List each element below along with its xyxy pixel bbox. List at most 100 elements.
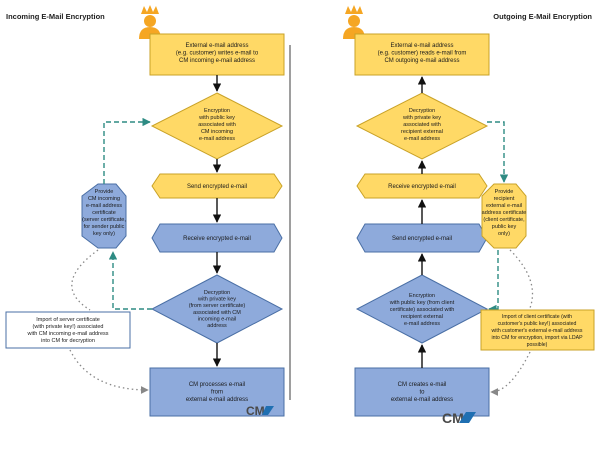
- incoming-start-label: External e-mail address (e.g. customer) w…: [176, 43, 259, 64]
- label-line: with private key: [197, 297, 236, 303]
- label-line: associated with: [198, 122, 236, 128]
- incoming-send-hex: [151, 173, 283, 199]
- label-line: external e-mail address: [186, 397, 248, 403]
- outgoing-send-hex: [356, 223, 488, 253]
- outgoing-flow: External e-mail address (e.g. customer) r…: [343, 5, 595, 426]
- label-line: address certificate: [482, 210, 527, 216]
- label-line: Encryption: [204, 108, 230, 114]
- label-line: with public key: [198, 115, 235, 121]
- outgoing-decrypt-diamond: [355, 92, 489, 160]
- incoming-import-label: Import of server certificate(with privat…: [27, 317, 109, 344]
- dashed-decrypt-to-provide: [108, 251, 152, 310]
- label-line: Send encrypted e-mail: [187, 184, 247, 190]
- label-line: possible): [527, 342, 548, 348]
- outgoing-import-box: [480, 309, 595, 351]
- label-line: Import of server certificate: [36, 317, 100, 323]
- label-line: CM creates e-mail: [398, 382, 447, 388]
- incoming-flow: External e-mail address (e.g. customer) w…: [5, 5, 285, 418]
- outgoing-receive-label: Receive encrypted e-mail: [388, 184, 456, 190]
- dotted-import-to-end: [69, 349, 149, 394]
- label-line: Import of client certificate (with: [502, 314, 572, 320]
- outgoing-start-box: [354, 33, 490, 76]
- label-line: (with private key!) associated: [33, 324, 104, 330]
- outgoing-send-label: Send encrypted e-mail: [392, 236, 452, 242]
- outgoing-encrypt-diamond: [355, 274, 489, 344]
- label-line: associated with CM: [193, 310, 241, 316]
- incoming-end-box: [149, 367, 285, 417]
- dashed-decrypt-to-provide: [487, 121, 509, 183]
- label-line: (e.g. customer) reads e-mail from: [378, 51, 467, 57]
- dotted-import-to-end: [490, 351, 531, 396]
- label-line: with CM incoming e-mail address: [27, 331, 109, 337]
- label-line: certificate: [92, 210, 116, 216]
- label-line: (from server certificate): [189, 303, 246, 309]
- label-line: public key: [492, 224, 517, 230]
- label-line: Decryption: [409, 108, 435, 114]
- cm-logo-text: CM: [442, 410, 464, 426]
- incoming-receive-label: Receive encrypted e-mail: [183, 236, 251, 242]
- label-line: recipient external: [401, 129, 443, 135]
- label-line: e-mail address: [404, 321, 440, 327]
- cm-logo-right: CM: [442, 410, 476, 426]
- label-line: CM outgoing e-mail address: [384, 58, 459, 64]
- outgoing-provide-octagon: [481, 183, 527, 249]
- outgoing-end-box: [354, 367, 490, 417]
- label-line: customer's public key!) associated: [498, 321, 577, 327]
- incoming-provide-octagon: [81, 183, 127, 249]
- label-line: External e-mail address: [185, 43, 248, 49]
- label-line: external e-mail: [486, 203, 522, 209]
- label-line: e-mail address: [86, 203, 122, 209]
- label-line: External e-mail address: [390, 43, 453, 49]
- label-line: (e.g. customer) writes e-mail to: [176, 51, 259, 57]
- label-line: Receive encrypted e-mail: [183, 236, 251, 242]
- label-line: address: [207, 323, 227, 329]
- label-line: only): [498, 231, 510, 237]
- label-line: with public key (from client: [389, 300, 455, 306]
- label-line: CM incoming: [88, 196, 120, 202]
- cm-logo-mark: [262, 406, 274, 415]
- cm-logo-text: CM: [246, 404, 265, 418]
- label-line: Provide: [95, 189, 114, 195]
- dotted-provide-to-import: [509, 249, 534, 309]
- incoming-send-label: Send encrypted e-mail: [187, 184, 247, 190]
- outgoing-title: Outgoing E-Mail Encryption: [493, 12, 592, 21]
- label-line: recipient: [494, 196, 515, 202]
- cm-logo-left: CM: [246, 404, 274, 418]
- dashed-provide-to-encrypt: [103, 117, 151, 184]
- label-line: to: [419, 390, 425, 396]
- incoming-title: Incoming E-Mail Encryption: [6, 12, 105, 21]
- dotted-provide-to-import: [71, 249, 99, 311]
- label-line: (client certificate,: [483, 217, 525, 223]
- label-line: for sender public: [84, 224, 125, 230]
- incoming-start-box: [149, 33, 285, 76]
- dashed-provide-to-encrypt: [488, 250, 499, 314]
- outgoing-receive-hex: [356, 173, 488, 199]
- label-line: from: [211, 390, 223, 396]
- label-line: external e-mail address: [391, 397, 453, 403]
- incoming-import-box: [5, 311, 131, 349]
- outgoing-start-label: External e-mail address (e.g. customer) r…: [378, 43, 467, 64]
- label-line: Provide: [495, 189, 514, 195]
- incoming-receive-hex: [151, 223, 283, 253]
- label-line: Encryption: [409, 293, 435, 299]
- label-line: incoming e-mail: [198, 316, 237, 322]
- label-line: into CM for decryption: [41, 338, 95, 344]
- label-line: (server certificate,: [82, 217, 126, 223]
- label-line: key only): [93, 231, 115, 237]
- cm-logo-mark: [459, 412, 476, 423]
- label-line: with customer's external e-mail address: [492, 328, 583, 334]
- label-line: Send encrypted e-mail: [392, 236, 452, 242]
- label-line: CM processes e-mail: [189, 382, 245, 388]
- label-line: Decryption: [204, 290, 230, 296]
- label-line: into CM for encryption, import via LDAP: [491, 335, 583, 341]
- label-line: CM incoming e-mail address: [179, 58, 255, 64]
- label-line: associated with: [403, 122, 441, 128]
